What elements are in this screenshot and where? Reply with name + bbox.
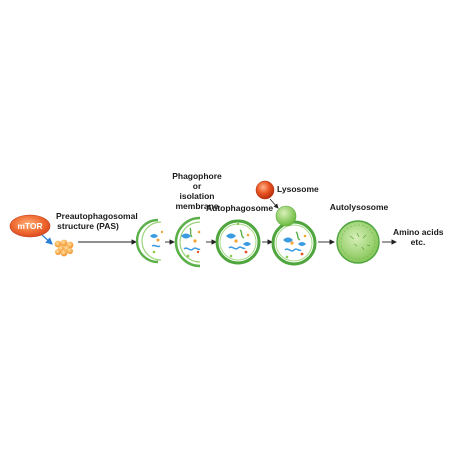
amino-acids-label: Amino acids etc. bbox=[393, 227, 444, 247]
lysosome-fusing-icon bbox=[275, 205, 297, 227]
phagophore-small bbox=[135, 218, 164, 264]
phagophore-label-line2: or bbox=[192, 181, 202, 191]
phagophore-label-line4: membrane bbox=[175, 201, 219, 211]
autophagosome-label: Autophagosome bbox=[206, 203, 274, 213]
amino-acids-label-line2: etc. bbox=[410, 237, 426, 247]
mtor-to-pas-arrow bbox=[41, 234, 53, 245]
fusing-autophagosome bbox=[271, 220, 317, 266]
phagophore-label-line1: Phagophore bbox=[172, 171, 222, 181]
pas-label: Preautophagosomal structure (PAS) bbox=[56, 211, 138, 231]
autophagosome bbox=[215, 219, 261, 265]
pas-cluster-icon bbox=[54, 239, 74, 257]
autolysosome-label: Autolysosome bbox=[329, 202, 389, 212]
phagophore-isolation-membrane bbox=[174, 216, 201, 268]
lysosome-icon bbox=[255, 180, 275, 200]
lysosome-to-fusion-arrow bbox=[269, 198, 279, 209]
mtor-label: mTOR bbox=[17, 221, 42, 231]
phagophore-label: Phagophore or isolation membrane bbox=[167, 171, 227, 211]
phagophore-label-line3: isolation bbox=[179, 191, 215, 201]
pas-label-line1: Preautophagosomal bbox=[56, 211, 138, 221]
amino-acids-label-line1: Amino acids bbox=[393, 227, 444, 237]
lysosome-label: Lysosome bbox=[277, 184, 319, 194]
pas-label-line2: structure (PAS) bbox=[57, 221, 119, 231]
mtor-node: mTOR bbox=[9, 214, 51, 238]
autolysosome bbox=[336, 220, 380, 264]
